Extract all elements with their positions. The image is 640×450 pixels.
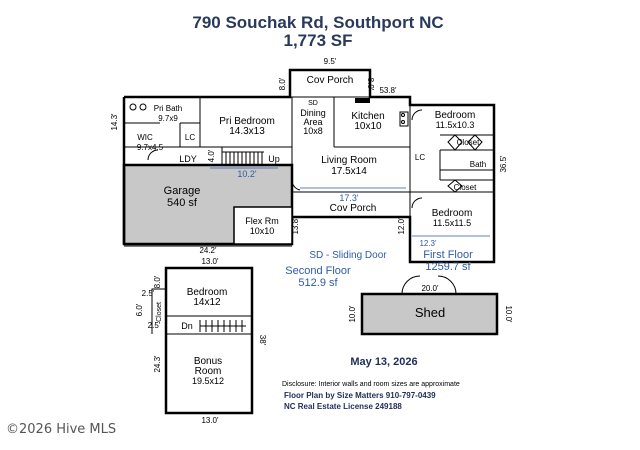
cov-porch-top-label: Cov Porch	[307, 75, 354, 86]
bedroom1-size: 11.5x10.3	[436, 120, 475, 130]
shed-area	[360, 292, 499, 336]
sf-bedroom-size: 14x12	[193, 297, 221, 308]
flex-room-area	[233, 206, 293, 245]
dining-label: Dining	[300, 108, 326, 118]
sf-dim-top: 13.0'	[201, 257, 219, 266]
pri-bedroom-size: 14.3x13	[229, 126, 265, 137]
sf-bonus-size: 19.5x12	[192, 376, 224, 386]
dining-size: 10x8	[303, 126, 323, 136]
sd-label: SD	[308, 100, 318, 107]
sf-dim-right: 38'	[258, 335, 267, 346]
dim-bedroom-12-3: 12.3'	[419, 239, 437, 248]
square-feet-title: 1,773 SF	[284, 31, 353, 50]
watermark-text: ©2026 Hive MLS	[6, 422, 116, 437]
closet1-label: Closet	[457, 138, 480, 147]
ldy-label: LDY	[179, 154, 197, 164]
shed-dim-left: 10.0'	[348, 305, 357, 323]
dim-porch-17-3: 17.3'	[339, 193, 359, 203]
closet2-label: Closet	[454, 183, 477, 192]
bath-label: Bath	[470, 160, 486, 169]
wic-label: WIC	[137, 133, 153, 142]
dim-porch-left: 8.0'	[278, 77, 287, 90]
kitchen-label: Kitchen	[351, 111, 384, 122]
dim-ldy-4: 4.0'	[207, 149, 216, 162]
license-text: NC Real Estate License 249188	[284, 402, 402, 411]
dim-porch-width: 9.5'	[324, 57, 337, 66]
dim-garage-width: 24.2'	[199, 246, 217, 255]
bedroom1-label: Bedroom	[435, 110, 476, 121]
sf-closet-label: Closet	[156, 302, 163, 322]
dim-left-height: 14.3'	[110, 113, 119, 131]
shed-plan: Shed 20.0' 10.0' 10.0'	[348, 275, 513, 336]
garage-size: 540 sf	[167, 197, 198, 209]
cov-porch-bottom-label: Cov Porch	[330, 203, 377, 214]
up-label: Up	[268, 154, 280, 164]
sf-bonus-label: Bonus	[194, 356, 222, 367]
living-room-size: 17.5x14	[331, 166, 367, 177]
lc1-label: LC	[185, 133, 195, 142]
bedroom2-size: 11.5x11.5	[433, 218, 471, 228]
dim-right-height: 36.5'	[499, 155, 508, 173]
pri-bath-label: Pri Bath	[154, 104, 182, 113]
shed-dim-width: 20.0'	[421, 284, 439, 293]
sf-dim-closet-6: 6.0'	[135, 303, 144, 316]
dim-kitchen-top: 53.8'	[379, 86, 397, 95]
disclosure-text: Disclosure: Interior walls and room size…	[282, 381, 460, 388]
garage-label: Garage	[164, 185, 201, 197]
first-floor-area: 1259.7 sf	[425, 261, 471, 273]
lc2-label: LC	[415, 153, 425, 162]
flex-room-size: 10x10	[250, 226, 275, 236]
sf-dim-closet-2-5a: 2.5'	[142, 289, 155, 298]
sf-dn-label: Dn	[181, 321, 193, 331]
sf-dim-closet-2-5b: 2.5'	[148, 321, 161, 330]
pri-bath-size: 9.7x9	[158, 114, 178, 123]
sf-dim-left: 24.3'	[153, 355, 162, 373]
sd-legend: SD - Sliding Door	[309, 250, 387, 261]
dim-garage-10-2: 10.2'	[237, 169, 257, 179]
shed-label: Shed	[415, 305, 445, 320]
second-floor-plan: Bedroom 14x12 Closet Dn Bonus Room 19.5x…	[135, 257, 351, 425]
second-floor-label: Second Floor	[285, 265, 351, 277]
first-floor-plan: Cov Porch Pri Bath 9.7x9 WIC 9.7x4.5 LC …	[110, 57, 508, 273]
address-title: 790 Souchak Rd, Southport NC	[192, 13, 443, 32]
pri-bedroom-label: Pri Bedroom	[219, 116, 275, 127]
sf-bonus-room-label: Room	[195, 366, 222, 377]
sf-bedroom-label: Bedroom	[187, 287, 228, 298]
plan-date: May 13, 2026	[350, 356, 417, 368]
dining-area-label: Area	[303, 117, 322, 127]
second-floor-area: 512.9 sf	[298, 277, 338, 289]
wic-size: 9.7x4.5	[137, 143, 164, 152]
bedroom2-label: Bedroom	[432, 208, 473, 219]
shed-dim-right: 10.0'	[504, 305, 513, 323]
first-floor-label: First Floor	[423, 249, 473, 261]
kitchen-size: 10x10	[354, 121, 382, 132]
stove-fixture	[355, 98, 370, 103]
dim-porch-right: 8.0'	[366, 78, 375, 91]
sf-dim-bottom: 13.0'	[201, 416, 219, 425]
living-room-label: Living Room	[321, 155, 377, 166]
dim-porch-13-8: 13.8'	[291, 217, 300, 235]
credit-text: Floor Plan by Size Matters 910-797-0439	[284, 391, 436, 400]
dim-porch-12-0: 12.0'	[397, 217, 406, 235]
sf-dim-closet-8: 8.0'	[153, 275, 162, 288]
flex-room-label: Flex Rm	[245, 216, 279, 226]
